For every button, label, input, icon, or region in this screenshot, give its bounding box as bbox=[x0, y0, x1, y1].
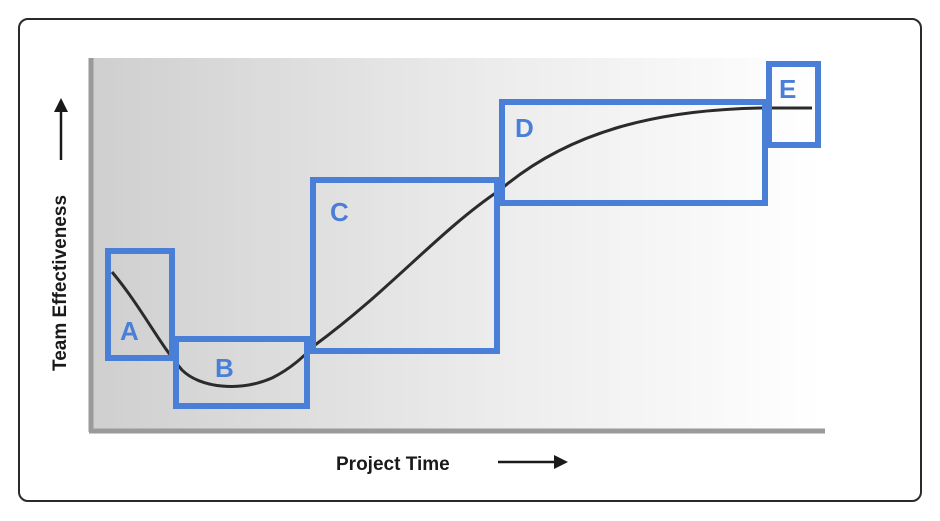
x-axis-label: Project Time bbox=[336, 454, 450, 475]
stage-box-d bbox=[499, 99, 768, 206]
stage-label-e: E bbox=[779, 74, 796, 104]
arrow-right-icon bbox=[498, 455, 568, 469]
stage-label-d: D bbox=[515, 113, 534, 143]
y-axis-label: Team Effectiveness bbox=[50, 195, 71, 371]
stage-box-c bbox=[310, 177, 500, 354]
stage-label-a: A bbox=[120, 316, 139, 346]
stage-box-b bbox=[173, 336, 310, 409]
stage-box-a bbox=[105, 248, 175, 361]
plot-area bbox=[91, 58, 823, 431]
stage-box-e bbox=[766, 61, 821, 148]
stage-label-b: B bbox=[215, 353, 234, 383]
stage-label-c: C bbox=[330, 197, 349, 227]
arrow-up-icon bbox=[54, 98, 68, 160]
